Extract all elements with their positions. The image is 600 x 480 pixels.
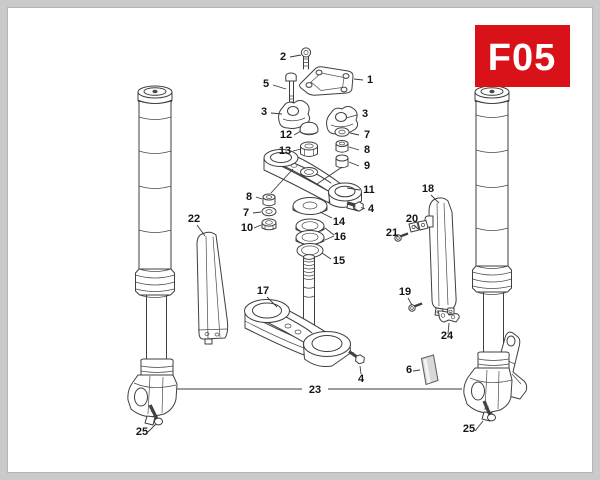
callout-2: 2 [280, 51, 286, 63]
callout-6: 6 [406, 364, 412, 376]
callout-19: 19 [399, 286, 411, 298]
page-code-badge-bg [475, 25, 570, 87]
page-code-label: F05 [488, 37, 556, 79]
callout-13: 13 [279, 145, 291, 157]
part-4-bolt-right [346, 201, 364, 212]
leader-lines [147, 54, 484, 433]
callout-5: 5 [263, 78, 269, 90]
part-13-stem-nut [300, 141, 318, 157]
part-9-spacer [335, 154, 349, 169]
callout-14: 14 [333, 216, 346, 228]
callout-4-right: 4 [368, 203, 375, 215]
callout-8-right: 8 [364, 144, 370, 156]
guard-screw-19 [408, 302, 423, 312]
callout-3-right: 3 [362, 108, 368, 120]
fork-guard-right [424, 197, 457, 317]
part-7-washer-right [334, 127, 350, 137]
page-code-badge: F05 [475, 25, 570, 87]
callout-3-left: 3 [261, 106, 267, 118]
callout-15: 15 [333, 255, 345, 267]
right-fork-leg [463, 85, 528, 422]
callout-24: 24 [441, 330, 454, 342]
part-16-bearing-races [295, 218, 325, 245]
callout-labels: 2 1 5 3 3 12 7 13 8 9 11 8 4 7 14 10 16 … [136, 51, 475, 438]
callout-25-left: 25 [136, 426, 148, 438]
callout-22: 22 [188, 213, 200, 225]
callout-12: 12 [280, 129, 292, 141]
callout-18: 18 [422, 183, 434, 195]
bracket-24 [437, 310, 460, 323]
callout-1: 1 [367, 74, 373, 86]
part-8-bushing-right [335, 140, 349, 153]
left-axle-clamp [127, 358, 178, 426]
part-4-bolt-bottom [348, 349, 365, 365]
part-3-riser-clamp-right [326, 106, 359, 135]
left-fork-leg [127, 85, 178, 426]
callout-9: 9 [364, 160, 370, 172]
part-3-riser-clamp-left [278, 100, 311, 129]
callout-4-bottom: 4 [358, 373, 365, 385]
callout-25-right: 25 [463, 423, 475, 435]
part-7-washer-left [261, 206, 277, 217]
part-14-dust-washer [292, 197, 328, 215]
part-8-bushing-left [262, 193, 276, 207]
fork-guard-left [196, 231, 229, 345]
sticker-plate-6 [420, 354, 439, 386]
part-10-nut [261, 218, 277, 231]
left-axle-bolt-25 [148, 404, 163, 426]
callout-8-left: 8 [246, 191, 252, 203]
callout-17: 17 [257, 285, 269, 297]
callout-7-left: 7 [243, 207, 249, 219]
callout-10: 10 [241, 222, 253, 234]
part-17-bottom-triple-clamp [244, 299, 351, 367]
callout-23: 23 [309, 384, 321, 396]
callout-16: 16 [334, 231, 346, 243]
callout-21: 21 [386, 227, 398, 239]
part-1-handlebar-clamp-plate [299, 66, 354, 96]
steering-assembly [244, 47, 365, 367]
guard-clamp-20 [408, 220, 429, 233]
part-12-dome-cap [299, 121, 319, 136]
part-5-bolt [285, 72, 297, 107]
callout-7-right: 7 [364, 129, 370, 141]
callout-20: 20 [406, 213, 418, 225]
right-axle-clamp [463, 351, 513, 422]
part-2-bolt [300, 47, 312, 70]
right-axle-bolt-25 [482, 400, 496, 422]
callout-11: 11 [363, 184, 375, 196]
